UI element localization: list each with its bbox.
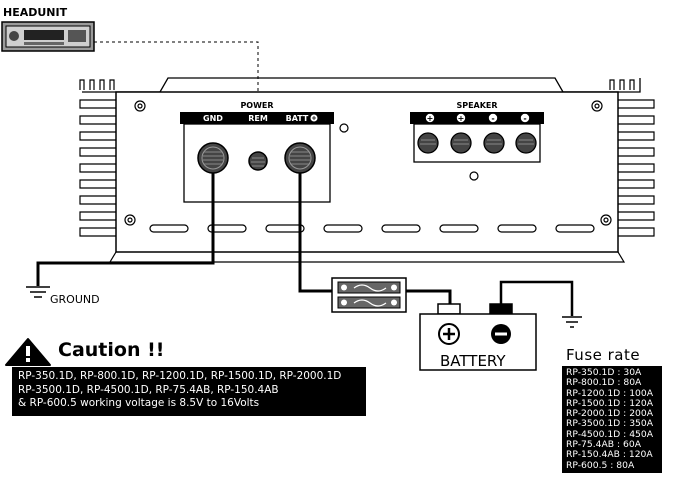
battery (419, 303, 537, 371)
ground-wire (36, 173, 215, 286)
fuse-rate-table: RP-350.1D : 30A RP-800.1D : 80A RP-1200.… (562, 366, 662, 473)
power-label: POWER (240, 101, 273, 110)
caution-line-2: RP-3500.1D, RP-4500.1D, RP-75.4AB, RP-15… (18, 383, 279, 396)
caution-box: RP-350.1D, RP-800.1D, RP-1200.1D, RP-150… (12, 367, 366, 416)
ground-symbol-left (26, 286, 50, 298)
fuse-rate-row: RP-350.1D : 30A (566, 367, 642, 378)
caution-line-1: RP-350.1D, RP-800.1D, RP-1200.1D, RP-150… (18, 370, 342, 382)
power-wire (298, 173, 332, 293)
fuse-rate-row: RP-1200.1D : 100A (566, 387, 654, 399)
battery-ground-wire (499, 280, 574, 316)
fuse-rate-row: RP-1500.1D : 120A (566, 397, 654, 409)
ground-symbol-right (562, 316, 582, 328)
fuse-rate-row: RP-150.4AB : 120A (566, 449, 653, 461)
speaker-terminal-4: - (523, 114, 526, 123)
caution-line-3: & RP-600.5 working voltage is 8.5V to 16… (18, 397, 260, 409)
fuse-rate-row: RP-2000.1D : 200A (566, 408, 654, 420)
headunit-label: HEADUNIT (3, 6, 68, 19)
speaker-terminal-1: + (427, 114, 434, 123)
fuse-rate-title: Fuse rate (566, 346, 641, 364)
speaker-terminal-3: - (491, 114, 494, 123)
speaker-label: SPEAKER (456, 101, 497, 110)
fuse-rate-row: RP-800.1D : 80A (566, 377, 642, 389)
fuse-holder (331, 277, 407, 313)
batt-label: BATT (286, 114, 309, 123)
fuse-rate-row: RP-3500.1D : 350A (566, 418, 654, 430)
fuse-to-battery-wire (406, 289, 452, 306)
ground-label: GROUND (50, 293, 100, 306)
fuse-rate-row: RP-4500.1D : 450A (566, 428, 654, 440)
gnd-label: GND (203, 114, 223, 123)
fuse-rate-row: RP-600.5 : 80A (566, 459, 635, 471)
amplifier: + + - - POWER GND REM BATT SPEAKER (79, 77, 655, 263)
battery-label: BATTERY (440, 352, 506, 370)
warning-icon (5, 338, 51, 366)
caution-title: Caution !! (58, 339, 165, 361)
rem-label: REM (248, 114, 268, 123)
speaker-terminal-2: + (458, 114, 465, 123)
remote-wire (94, 41, 259, 152)
headunit (1, 21, 95, 52)
fuse-rate-row: RP-75.4AB : 60A (566, 439, 641, 451)
